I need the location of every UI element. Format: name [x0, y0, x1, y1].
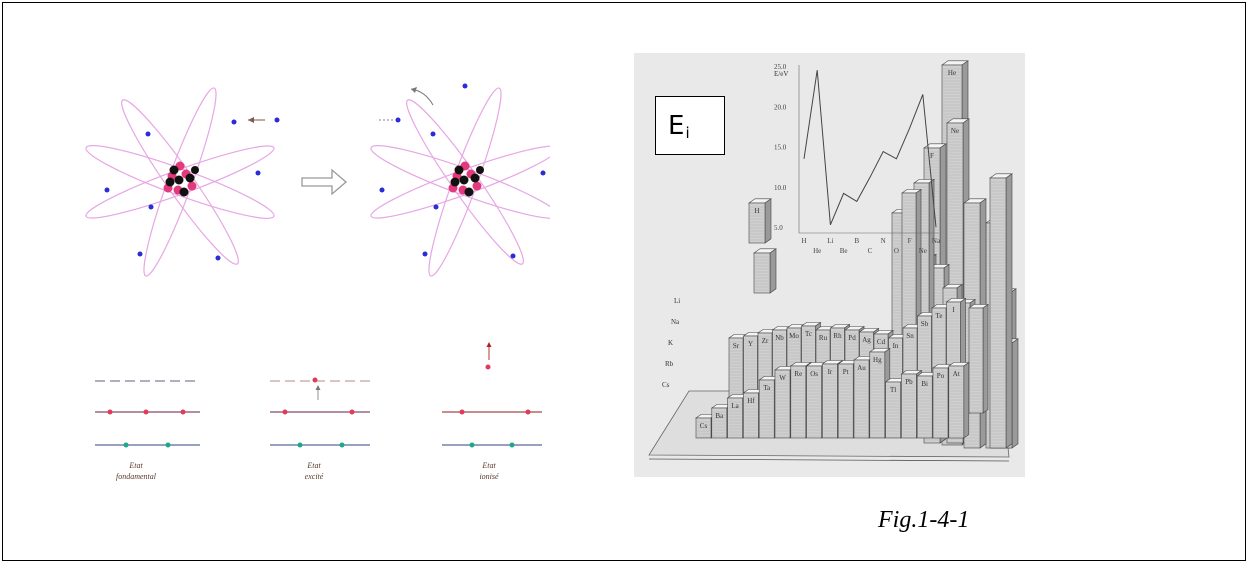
energy-levels-excited — [270, 377, 370, 448]
inset-xtick-top: Na — [932, 237, 941, 245]
inset-ytick: 5.0 — [774, 224, 783, 232]
inset-xtick-top: F — [908, 237, 912, 245]
energy-levels-ionized — [442, 342, 542, 448]
svg-text:Rh: Rh — [833, 332, 842, 340]
atom-diagram: Etat fondamental Etat excité Etat ionisé — [85, 83, 550, 481]
svg-text:Hf: Hf — [747, 397, 755, 405]
svg-text:Nb: Nb — [775, 334, 784, 342]
inset-ytick: 25.0 — [774, 63, 787, 71]
svg-text:Bi: Bi — [921, 380, 928, 388]
svg-text:Ir: Ir — [828, 368, 833, 376]
svg-text:F: F — [930, 152, 934, 160]
left-label-cs: Cs — [662, 381, 670, 389]
svg-text:Os: Os — [810, 370, 818, 378]
atom-ground-state — [85, 87, 275, 277]
inset-xtick-bottom: C — [868, 247, 873, 255]
left-label-na: Na — [671, 318, 680, 326]
bar-xe — [989, 173, 1013, 449]
inset-xtick-bottom: O — [894, 247, 899, 255]
inset-ytick: 10.0 — [774, 184, 787, 192]
svg-text:At: At — [953, 370, 960, 378]
energy-levels-ground — [95, 380, 200, 448]
inset-xtick-top: B — [854, 237, 859, 245]
svg-text:Ag: Ag — [862, 336, 871, 344]
svg-text:He: He — [948, 69, 956, 77]
svg-text:Pt: Pt — [843, 368, 849, 376]
bar-back-6 — [968, 303, 989, 414]
svg-text:Mo: Mo — [789, 332, 799, 340]
state-label-excited-2: excité — [305, 472, 324, 481]
inset-unit-label: E/eV — [774, 70, 788, 78]
bar-left-2 — [753, 248, 777, 294]
svg-text:Sb: Sb — [921, 320, 929, 328]
inset-xtick-bottom: He — [813, 247, 821, 255]
svg-text:Ba: Ba — [715, 412, 724, 420]
svg-text:Re: Re — [794, 370, 802, 378]
left-label-rb: Rb — [665, 360, 674, 368]
bar-front-at: At — [947, 361, 970, 439]
svg-text:W: W — [779, 374, 786, 382]
svg-text:Ru: Ru — [819, 334, 828, 342]
svg-text:Zr: Zr — [762, 337, 769, 345]
ionization-3d-bars: HHeNeFArKrRnSrYZrNbMoTcRuRhPdAgCdInSnSbT… — [648, 60, 1019, 462]
svg-text:Ne: Ne — [951, 127, 959, 135]
svg-text:Cd: Cd — [877, 338, 886, 346]
ei-label-box: Ei — [655, 96, 725, 155]
inset-xtick-top: H — [801, 237, 806, 245]
inset-xtick-top: N — [881, 237, 886, 245]
svg-text:Tl: Tl — [890, 386, 896, 394]
svg-text:Au: Au — [857, 364, 866, 372]
svg-text:In: In — [893, 342, 899, 350]
electron-leaving-arrow — [248, 117, 280, 123]
svg-text:Pb: Pb — [905, 378, 913, 386]
inset-xtick-bottom: Ne — [919, 247, 927, 255]
left-label-k: K — [668, 339, 673, 347]
svg-text:Tc: Tc — [805, 330, 812, 338]
state-label-ground-1: Etat — [128, 461, 143, 470]
svg-text:Ta: Ta — [763, 384, 771, 392]
figure-caption: Fig.1-4-1 — [878, 507, 970, 533]
svg-text:I: I — [952, 306, 955, 314]
svg-text:Te: Te — [936, 312, 943, 320]
inset-series-line — [803, 70, 937, 228]
svg-text:H: H — [754, 207, 759, 215]
ei-label: Ei — [668, 111, 690, 142]
inset-ytick: 20.0 — [774, 103, 787, 111]
bar-h: H — [748, 198, 772, 244]
left-label-li: Li — [674, 297, 680, 305]
ei-label-subscript: i — [685, 124, 690, 142]
svg-text:Cs: Cs — [700, 422, 708, 430]
atom-excited-state — [370, 83, 550, 277]
state-label-ionized-2: ionisé — [479, 472, 499, 481]
inset-ytick: 15.0 — [774, 144, 787, 152]
svg-text:Po: Po — [937, 372, 945, 380]
inset-xtick-bottom: Be — [840, 247, 848, 255]
inset-xtick-top: Li — [827, 237, 833, 245]
svg-text:Hg: Hg — [873, 356, 882, 364]
state-label-excited-1: Etat — [306, 461, 321, 470]
ei-label-main: E — [668, 111, 685, 141]
svg-text:Y: Y — [748, 340, 753, 348]
svg-text:Pd: Pd — [848, 334, 856, 342]
svg-text:La: La — [731, 402, 739, 410]
svg-text:Sn: Sn — [906, 332, 914, 340]
svg-text:Sr: Sr — [733, 342, 740, 350]
state-label-ionized-1: Etat — [481, 461, 496, 470]
state-label-ground-2: fondamental — [116, 472, 157, 481]
transition-arrow — [301, 168, 347, 196]
